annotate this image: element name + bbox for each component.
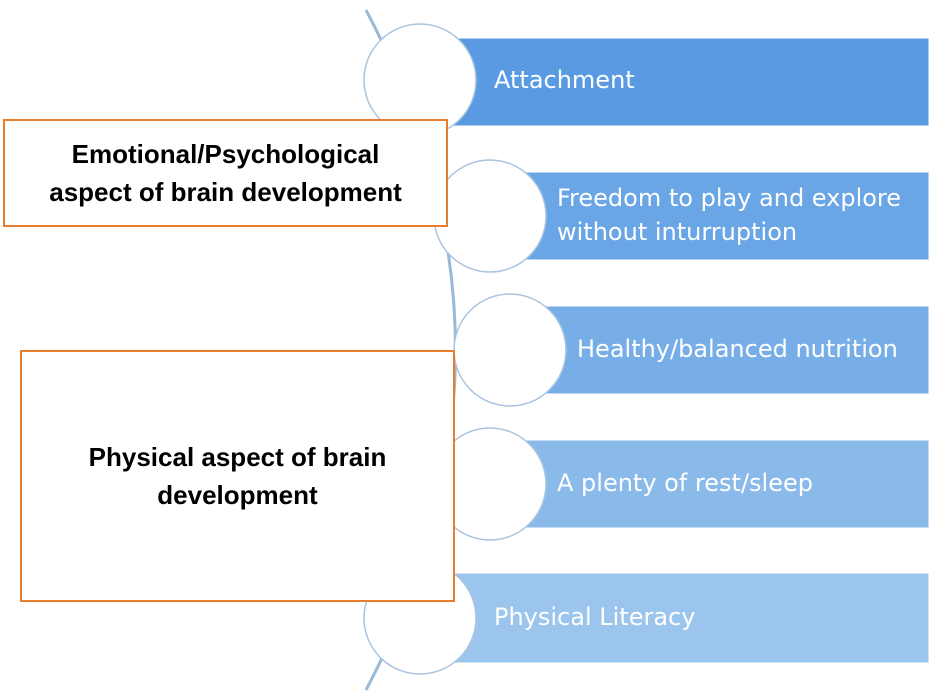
bars-layer [419, 37, 930, 664]
item-label-physical-literacy: Physical Literacy [494, 603, 696, 631]
item-bar-nutrition [509, 305, 930, 395]
item-circle-nutrition [453, 293, 567, 407]
item-label-attachment: Attachment [494, 66, 635, 94]
group-label-emotional: Emotional/Psychological aspect of brain … [49, 139, 402, 207]
group-box-physical: Physical aspect of brain development [20, 350, 455, 602]
item-bar-attachment [419, 37, 930, 127]
item-label-rest-sleep: A plenty of rest/sleep [557, 469, 813, 497]
item-label-nutrition: Healthy/balanced nutrition [577, 335, 898, 363]
group-box-emotional: Emotional/Psychological aspect of brain … [3, 119, 448, 227]
item-circle-freedom-to-play [433, 159, 547, 273]
item-bar-freedom-to-play [489, 171, 930, 261]
item-label-freedom-to-play: Freedom to play and explore without intu… [557, 184, 902, 246]
group-label-physical: Physical aspect of brain development [88, 442, 387, 510]
item-bar-physical-literacy [419, 572, 930, 664]
item-bar-rest-sleep [489, 439, 930, 529]
circles-layer [363, 23, 567, 675]
